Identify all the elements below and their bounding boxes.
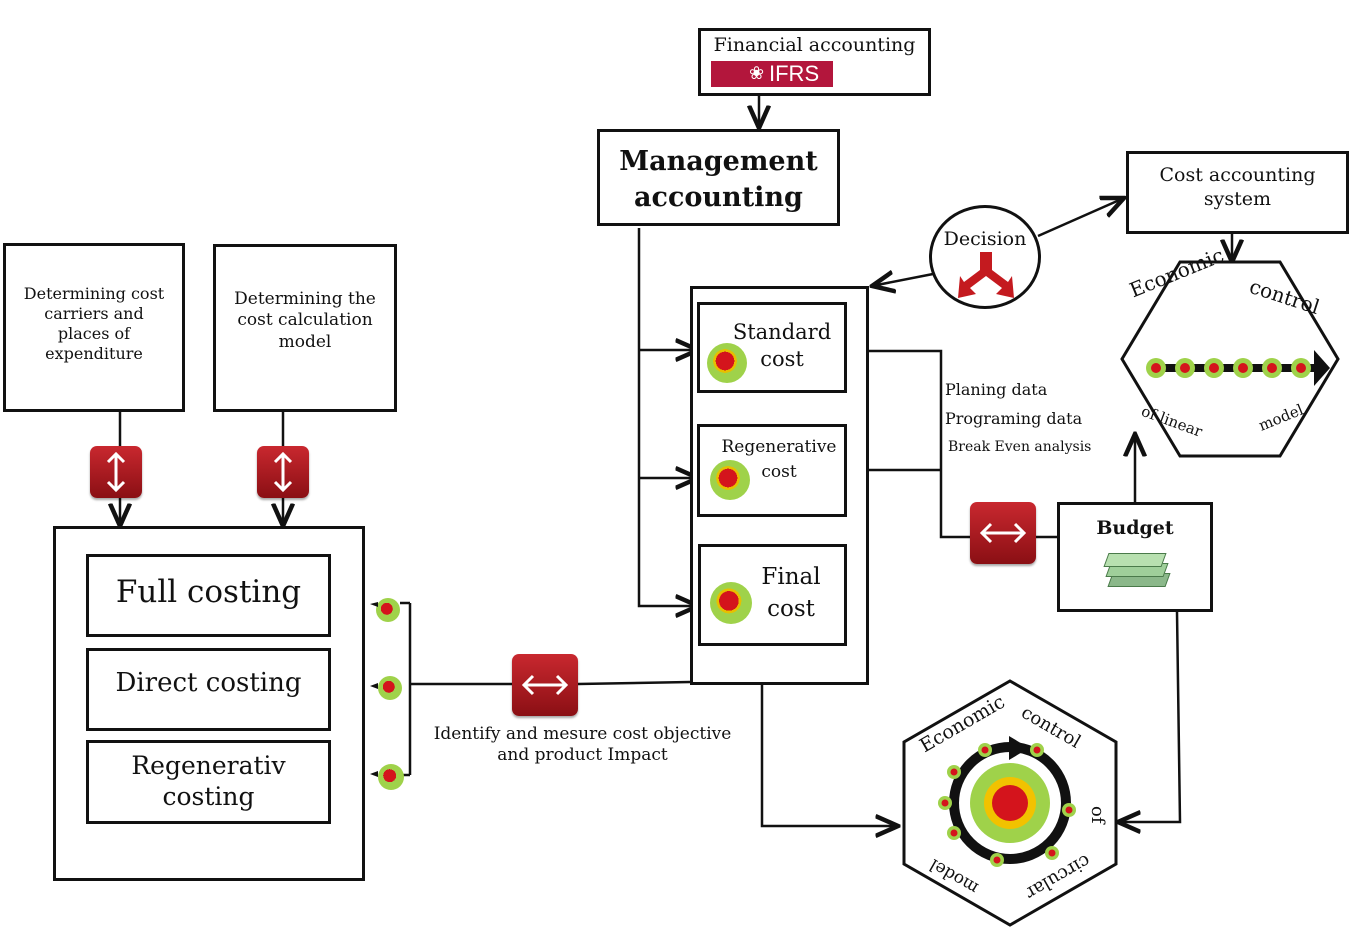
management-accounting-box: Management accounting: [597, 129, 840, 226]
small-sphere-icon: [378, 764, 404, 790]
programing-data-label: Programing data: [945, 409, 1083, 428]
regenerative-cost-box: Regenerative cost: [697, 424, 847, 517]
regenerativ-costing-label: Regenerativ costing: [131, 751, 286, 812]
calculation-model-box: Determining the cost calculation model: [213, 244, 397, 412]
direct-costing-label: Direct costing: [115, 668, 302, 698]
management-accounting-title: Management accounting: [619, 146, 818, 214]
budget-label: Budget: [1096, 517, 1174, 539]
calculation-model-text: Determining the cost calculation model: [234, 289, 376, 352]
planing-data-label: Planing data: [945, 380, 1048, 399]
regenerativ-costing-box: Regenerativ costing: [86, 740, 331, 824]
bracket-arrows: [370, 602, 378, 777]
break-even-label: Break Even analysis: [948, 439, 1092, 455]
cost-accounting-system-box: Cost accounting system: [1126, 151, 1349, 234]
horizontal-swap-button-budget[interactable]: [970, 502, 1036, 564]
ifrs-logo-text: IFRS: [769, 61, 820, 86]
financial-accounting-box: Financial accounting ❀ IFRS: [698, 28, 931, 96]
cost-carriers-box: Determining cost carriers and places of …: [3, 243, 185, 412]
circular-model-hexagon: [902, 679, 1118, 927]
linear-model-hexagon: [1120, 260, 1340, 458]
up-down-arrow-icon: [106, 451, 126, 493]
direct-costing-box: Direct costing: [86, 648, 331, 731]
vertical-swap-button-2[interactable]: [257, 446, 309, 498]
ifrs-logo: ❀ IFRS: [711, 61, 833, 87]
budget-box: Budget: [1057, 502, 1213, 612]
standard-cost-box: Standard cost: [697, 302, 847, 393]
ifrs-logo-icon: ❀: [749, 63, 765, 84]
small-sphere-icon: [378, 676, 402, 700]
final-cost-label: Final cost: [761, 564, 821, 623]
fork-arrow-icon: [958, 252, 1014, 298]
financial-accounting-title: Financial accounting: [713, 34, 916, 56]
horizontal-swap-button-center[interactable]: [512, 654, 578, 716]
decision-circle: Decision: [929, 205, 1041, 309]
money-stack-icon: [1103, 551, 1171, 591]
standard-cost-label: Standard cost: [732, 320, 832, 372]
cost-sphere-icon: [707, 343, 747, 383]
left-right-arrow-icon: [979, 522, 1027, 544]
up-down-arrow-icon: [273, 451, 293, 493]
left-right-arrow-icon: [521, 674, 569, 696]
decision-label: Decision: [943, 228, 1027, 250]
vertical-swap-button-1[interactable]: [90, 446, 142, 498]
full-costing-box: Full costing: [86, 554, 331, 637]
cost-sphere-icon: [710, 460, 750, 500]
regenerative-cost-label: Regenerative cost: [721, 437, 837, 482]
cost-carriers-text: Determining cost carriers and places of …: [23, 284, 165, 363]
circular-of-label: of: [1087, 806, 1108, 824]
cost-accounting-system-title: Cost accounting system: [1159, 164, 1316, 210]
identify-cost-objective-text: Identify and mesure cost objective and p…: [433, 724, 732, 766]
full-costing-label: Full costing: [115, 574, 302, 610]
small-sphere-icon: [376, 598, 400, 622]
cost-sphere-icon: [710, 582, 752, 624]
